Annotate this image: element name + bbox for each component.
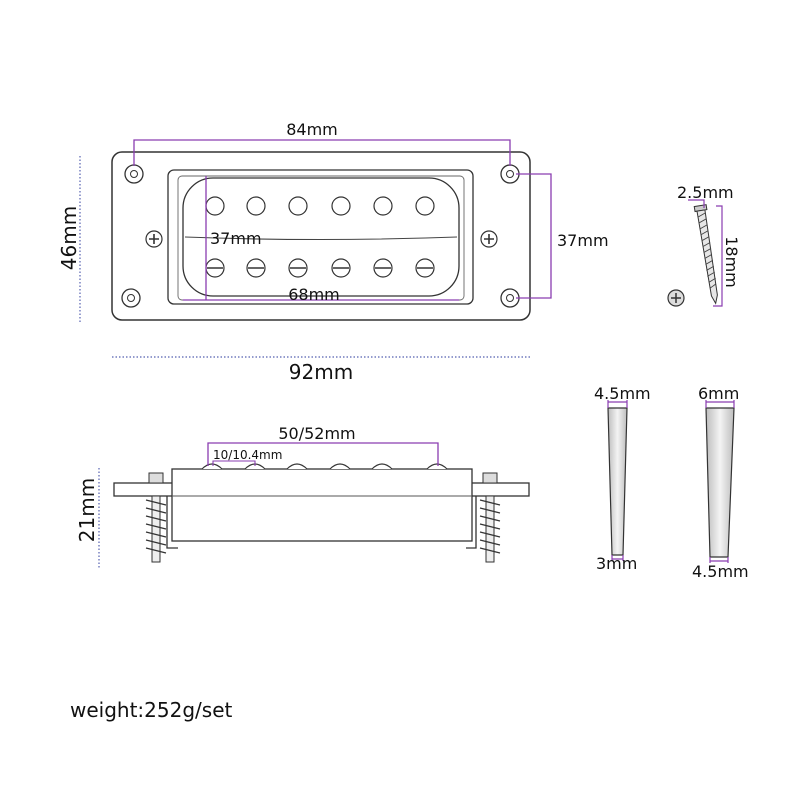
dim-18mm-line <box>713 205 723 307</box>
mounting-screw: 2.5mm 18mm <box>667 183 741 307</box>
dim-84mm-label: 84mm <box>286 120 338 139</box>
shim-b: 6mm 4.5mm <box>692 384 749 581</box>
weight-label: weight:252g/set <box>70 698 233 722</box>
dim-92mm-label: 92mm <box>289 360 353 384</box>
pole-pieces-top-row <box>205 196 435 216</box>
dim-10-10-4mm-line <box>212 460 256 466</box>
pole-pieces-bottom-row <box>205 258 435 278</box>
pickup-body <box>171 468 473 542</box>
spring-screw-right <box>479 472 501 563</box>
dim-21mm-label: 21mm <box>75 478 99 542</box>
mount-hole-icon <box>121 288 141 308</box>
shim-b-top-label: 6mm <box>698 384 739 403</box>
phillips-screw-icon <box>480 230 498 248</box>
mount-hole-icon <box>124 164 144 184</box>
spring-screw-left <box>145 472 167 563</box>
phillips-screw-icon <box>145 230 163 248</box>
side-view: 50/52mm 10/10.4mm 21mm <box>75 424 530 568</box>
dim-37mm-right-line <box>516 173 552 299</box>
dim-37mm-right-label: 37mm <box>557 231 609 250</box>
mount-hole-icon <box>500 164 520 184</box>
dim-2-5mm-label: 2.5mm <box>677 183 734 202</box>
shim-b-bottom-label: 4.5mm <box>692 562 749 581</box>
dim-18mm-label: 18mm <box>722 236 741 288</box>
screw-head-icon <box>667 289 685 307</box>
dim-46mm-label: 46mm <box>57 206 81 270</box>
shim-a-bottom-label: 3mm <box>596 554 637 573</box>
dim-10-10-4mm-label: 10/10.4mm <box>213 448 282 462</box>
top-view: 84mm 46mm 37mm 68mm 37mm 92mm <box>57 120 609 384</box>
shim-b-body <box>705 407 735 558</box>
dim-2-5mm-line <box>688 199 705 208</box>
dim-50-52mm-line <box>207 442 439 466</box>
pole-tops <box>201 463 448 470</box>
dim-50-52mm-label: 50/52mm <box>278 424 355 443</box>
shim-a-body <box>607 407 628 556</box>
shim-a: 4.5mm 3mm <box>594 384 651 573</box>
dim-68mm-label: 68mm <box>288 285 340 304</box>
dim-37mm-inner-label: 37mm <box>210 229 262 248</box>
dim-84mm-line <box>133 139 511 166</box>
shim-a-top-label: 4.5mm <box>594 384 651 403</box>
